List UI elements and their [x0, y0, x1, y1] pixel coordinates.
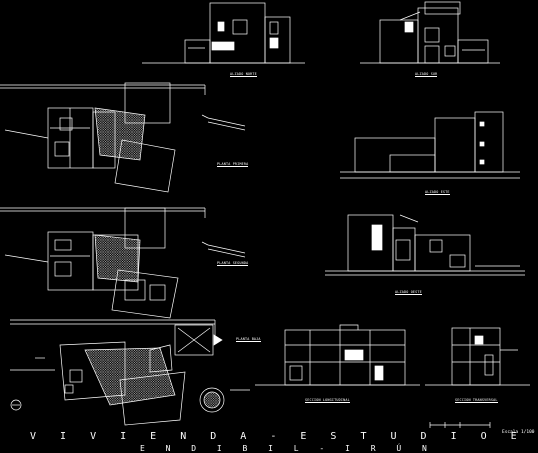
label-second-floor: PLANTA SEGUNDA — [217, 261, 249, 266]
north-elevation — [142, 2, 305, 64]
label-east-elevation: ALZADO ESTE — [425, 190, 450, 195]
sheet-title-line1: V I V I E N D A - E S T U D I O E N — [30, 431, 538, 442]
south-elevation — [360, 1, 500, 64]
label-transversal-section: SECCION TRANSVERSAL — [455, 398, 498, 403]
label-south-elevation: ALZADO SUR — [415, 72, 438, 77]
label-first-floor: PLANTA PRIMERA — [217, 162, 249, 167]
label-ground-floor: PLANTA BAJA — [236, 337, 261, 342]
label-west-elevation: ALZADO OESTE — [395, 290, 422, 295]
transversal-section — [425, 327, 530, 386]
scale-bar — [429, 422, 491, 428]
sheet-title-line2: E N D I B I L - I R Ú N — [140, 444, 435, 453]
west-elevation — [325, 214, 525, 276]
scale-label: Escala 1/100 — [502, 430, 535, 435]
longitudinal-section — [255, 324, 420, 386]
label-longitudinal-section: SECCION LONGITUDINAL — [305, 398, 350, 403]
ground-floor-plan — [10, 319, 250, 426]
first-floor-plan — [0, 82, 246, 193]
label-north-elevation: ALZADO NORTE — [230, 72, 257, 77]
east-elevation — [340, 111, 520, 179]
second-floor-plan — [0, 207, 246, 319]
